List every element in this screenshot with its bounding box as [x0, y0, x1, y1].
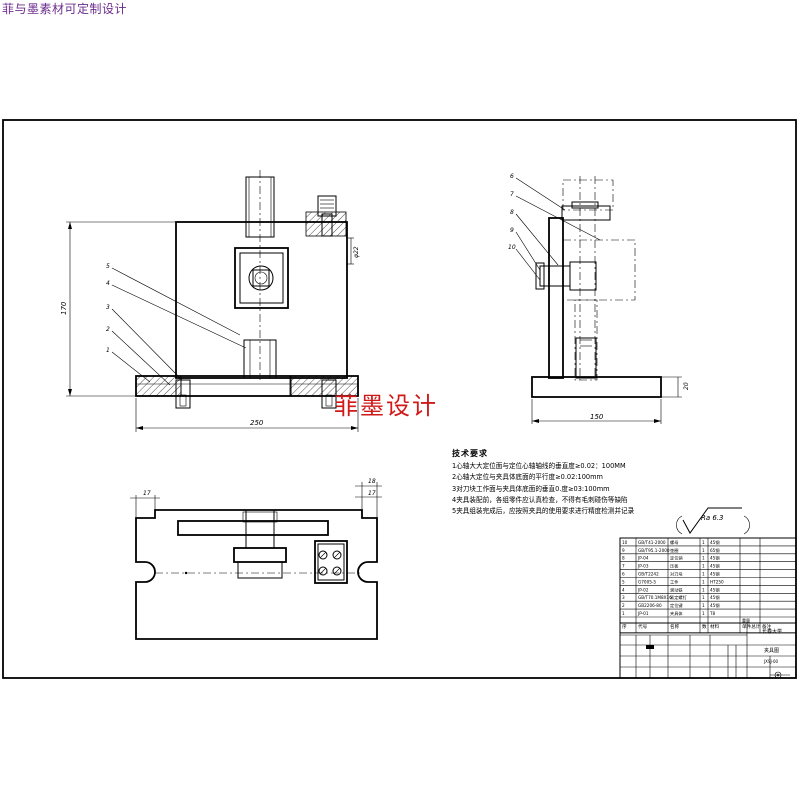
leader-10: 10 [508, 244, 516, 251]
bom-cell-code: GB/T95.1-2000 [638, 548, 670, 553]
side-dim-height: 20 [683, 382, 690, 390]
bom-cell-name: 滚动铁 [670, 586, 683, 593]
bom-cell-mat: 45钢 [710, 555, 720, 562]
front-dim-width: 250 [250, 419, 264, 427]
requirement-item-1: 1心轴大大定位面与定位心轴轴线的垂直度≥0.02：100MM [452, 462, 626, 471]
bom-cell-no: 3 [622, 595, 625, 600]
bom-cell-code: JP-02 [637, 587, 649, 592]
bom-cell-name: 定位键 [670, 602, 683, 609]
bom-cell-mat: T8 [709, 611, 716, 616]
side-dim-width: 150 [590, 413, 604, 421]
bom-cell-qty: 1 [702, 587, 705, 592]
requirement-item-2: 2心轴大定位与夹具体底面的平行度≥0.02:100mm [452, 473, 603, 482]
bom-cell-code: JP-01 [637, 611, 649, 616]
top-dim-right-b: 18 [368, 478, 376, 485]
bom-cell-no: 7 [622, 564, 625, 569]
requirement-item-3: 3对刀块工作面与夹具体底面的垂直0.度≥03:100mm [452, 484, 610, 493]
requirement-item-5: 5夹具组装完成后，应按照夹具的使用要求进行精度检测并记录 [452, 507, 635, 516]
bom-cell-mat: 45钢 [710, 594, 720, 601]
bom-cell-code: GB/T2242 [638, 572, 659, 577]
bom-cell-mat: 65钢 [710, 547, 720, 554]
bom-header-weight: 单件总计 [742, 623, 761, 630]
leader-7: 7 [510, 191, 514, 198]
title-drawing-code: JXSJ-00 [763, 659, 778, 664]
bom-cell-mat: 45钢 [710, 563, 720, 570]
bom-cell-code: GB/T70.1M8X16 [638, 595, 672, 600]
bom-cell-no: 6 [622, 572, 625, 577]
title-block: 长春大学 夹具图 JXSJ-00 [619, 537, 797, 679]
bom-cell-mat: 45钢 [710, 602, 720, 609]
bom-cell-no: 5 [622, 579, 625, 584]
leader-5: 5 [106, 263, 110, 270]
front-dim-height: 170 [60, 301, 68, 315]
bom-cell-code: JP-04 [637, 556, 649, 561]
bom-cell-name: 定位销 [670, 555, 683, 562]
bom-cell-code: GB/T41-2000 [638, 540, 666, 545]
bom-cell-mat: 45钢 [710, 539, 720, 546]
bom-cell-name: 夹具体 [670, 610, 683, 617]
leader-3: 3 [106, 304, 110, 311]
bom-cell-code: JP-03 [637, 564, 649, 569]
bom-cell-no: 9 [622, 548, 625, 553]
title-company: 长春大学 [762, 628, 782, 635]
requirement-item-4: 4夹具装配前，各组零件应认真检查，不得有毛刺碰伤等缺陷 [452, 495, 628, 504]
leader-2: 2 [106, 326, 110, 333]
side-view: 150 20 6 7 8 9 10 [508, 173, 690, 424]
bom-header-no: 序 [622, 623, 627, 630]
watermark-top: 菲与墨素材可定制设计 [2, 2, 128, 16]
bom-cell-qty: 1 [702, 556, 705, 561]
bom-cell-mat: HT250 [710, 579, 724, 584]
bom-cell-code: GB2206-80 [638, 603, 662, 608]
bom-cell-name: 对刀块 [670, 571, 683, 578]
technical-requirements: 技术要求 1心轴大大定位面与定位心轴轴线的垂直度≥0.02：100MM 2心轴大… [452, 448, 692, 517]
bom-cell-qty: 1 [702, 611, 705, 616]
bom-cell-qty: 1 [702, 564, 705, 569]
bom-cell-code: G7005-5 [638, 579, 656, 584]
bom-header-name: 名称 [670, 623, 680, 630]
bom-cell-qty: 1 [702, 572, 705, 577]
bom-header-note: 备注 [762, 623, 772, 630]
bom-cell-mat: 45钢 [710, 586, 720, 593]
top-view: 17 17 18 [130, 478, 382, 640]
roughness-value: Ra 6.3 [701, 514, 724, 522]
bom-cell-mat: 45钢 [710, 571, 720, 578]
bom-header-code: 代号 [638, 623, 648, 630]
bom-cell-no: 1 [622, 611, 625, 616]
leader-4: 4 [106, 280, 110, 287]
leader-1: 1 [106, 347, 110, 354]
leader-8: 8 [510, 209, 514, 216]
drawing-border [2, 119, 797, 679]
top-dim-right-a: 17 [368, 490, 376, 497]
bom-cell-no: 2 [622, 603, 625, 608]
leader-9: 9 [510, 227, 514, 234]
bom-header-qty: 数 [702, 623, 707, 630]
roughness-symbol: Ra 6.3 [676, 507, 750, 535]
bom-cell-no: 8 [622, 556, 625, 561]
leader-6: 6 [510, 173, 514, 180]
bom-cell-qty: 1 [702, 579, 705, 584]
bom-header-sub: 重量 [742, 617, 750, 623]
front-dim-phi: φ22 [353, 246, 360, 258]
bom-cell-name: 垫圈 [670, 547, 678, 554]
title-drawing-name: 夹具图 [764, 647, 779, 654]
bom-cell-no: 4 [622, 587, 625, 592]
bom-cell-name: 螺母 [670, 539, 678, 546]
bom-cell-qty: 1 [702, 603, 705, 608]
bom-cell-qty: 1 [702, 540, 705, 545]
watermark-center: 菲墨设计 [334, 392, 438, 420]
bom-cell-qty: 1 [702, 548, 705, 553]
bom-cell-qty: 1 [702, 595, 705, 600]
bom-cell-name: 紧定螺钉 [670, 594, 688, 601]
requirements-title: 技术要求 [452, 449, 488, 458]
bom-header-mat: 材料 [710, 623, 720, 630]
front-view: 250 170 φ22 5 4 3 2 1 [60, 170, 360, 432]
bom-cell-no: 10 [622, 540, 628, 545]
top-dim-left: 17 [143, 490, 151, 497]
bom-cell-name: 压板 [670, 563, 679, 570]
bom-cell-name: 工件 [670, 578, 678, 585]
